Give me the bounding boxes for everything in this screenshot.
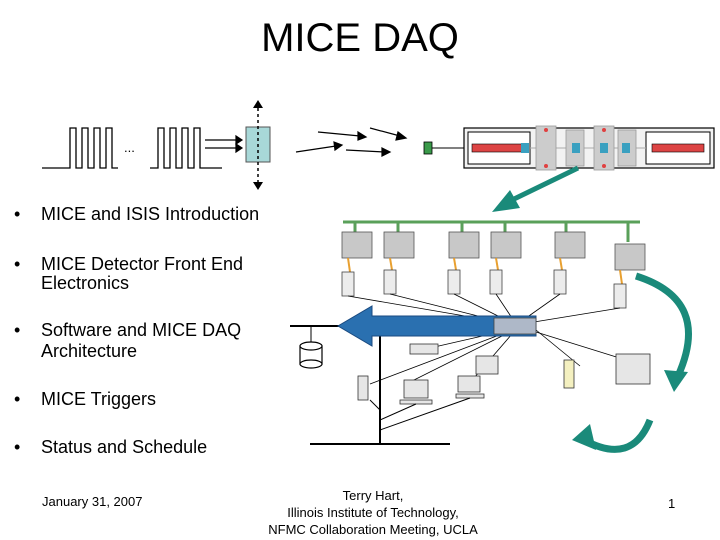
workstation-icons: [357, 343, 651, 405]
bullet-text: Software and MICE DAQ: [41, 320, 242, 340]
page-number: 1: [668, 496, 676, 511]
footer-author-line: NFMC Collaboration Meeting, UCLA: [268, 522, 478, 537]
slide-title: MICE DAQ: [261, 16, 459, 60]
pulse-arrows: [205, 134, 244, 154]
cycle-arrowhead-1: [664, 370, 688, 392]
beam-arrows: [295, 127, 408, 157]
bullet-text-cont: Electronics: [41, 273, 130, 293]
cycle-arrowhead-2: [572, 424, 596, 450]
footer-author-line: Illinois Institute of Technology,: [287, 505, 459, 520]
bullet-text-cont: Architecture: [41, 341, 138, 361]
bullet-text: MICE Detector Front End: [41, 254, 244, 274]
bullet-glyph: •: [14, 389, 21, 409]
footer-date: January 31, 2007: [42, 494, 143, 509]
workstation-drops: [369, 397, 471, 431]
bullet-glyph: •: [14, 437, 21, 457]
pulse-ellipsis: ...: [124, 140, 135, 155]
vme-crates: [341, 231, 646, 271]
front-end-network: [343, 220, 640, 242]
mice-beamline: [423, 125, 715, 171]
bullet-glyph: •: [14, 204, 21, 224]
database-icon: [299, 326, 323, 369]
network-switch: [493, 317, 537, 335]
bullet-text: Status and Schedule: [41, 437, 208, 457]
bullet-text: MICE Triggers: [41, 389, 157, 409]
bullet-glyph: •: [14, 320, 21, 340]
bullet-glyph: •: [14, 254, 21, 274]
readout-pcs: [341, 269, 627, 309]
crate-links: [347, 257, 623, 285]
beamline-to-daq-arrow: [492, 165, 580, 212]
footer-author-line: Terry Hart,: [342, 488, 404, 503]
data-flow-arrow: [337, 305, 537, 347]
footer-author: Terry Hart, Illinois Institute of Techno…: [240, 487, 506, 538]
bullet-text: MICE and ISIS Introduction: [41, 204, 260, 224]
pulse-train: [42, 127, 222, 169]
trigger-gate: [245, 100, 271, 190]
